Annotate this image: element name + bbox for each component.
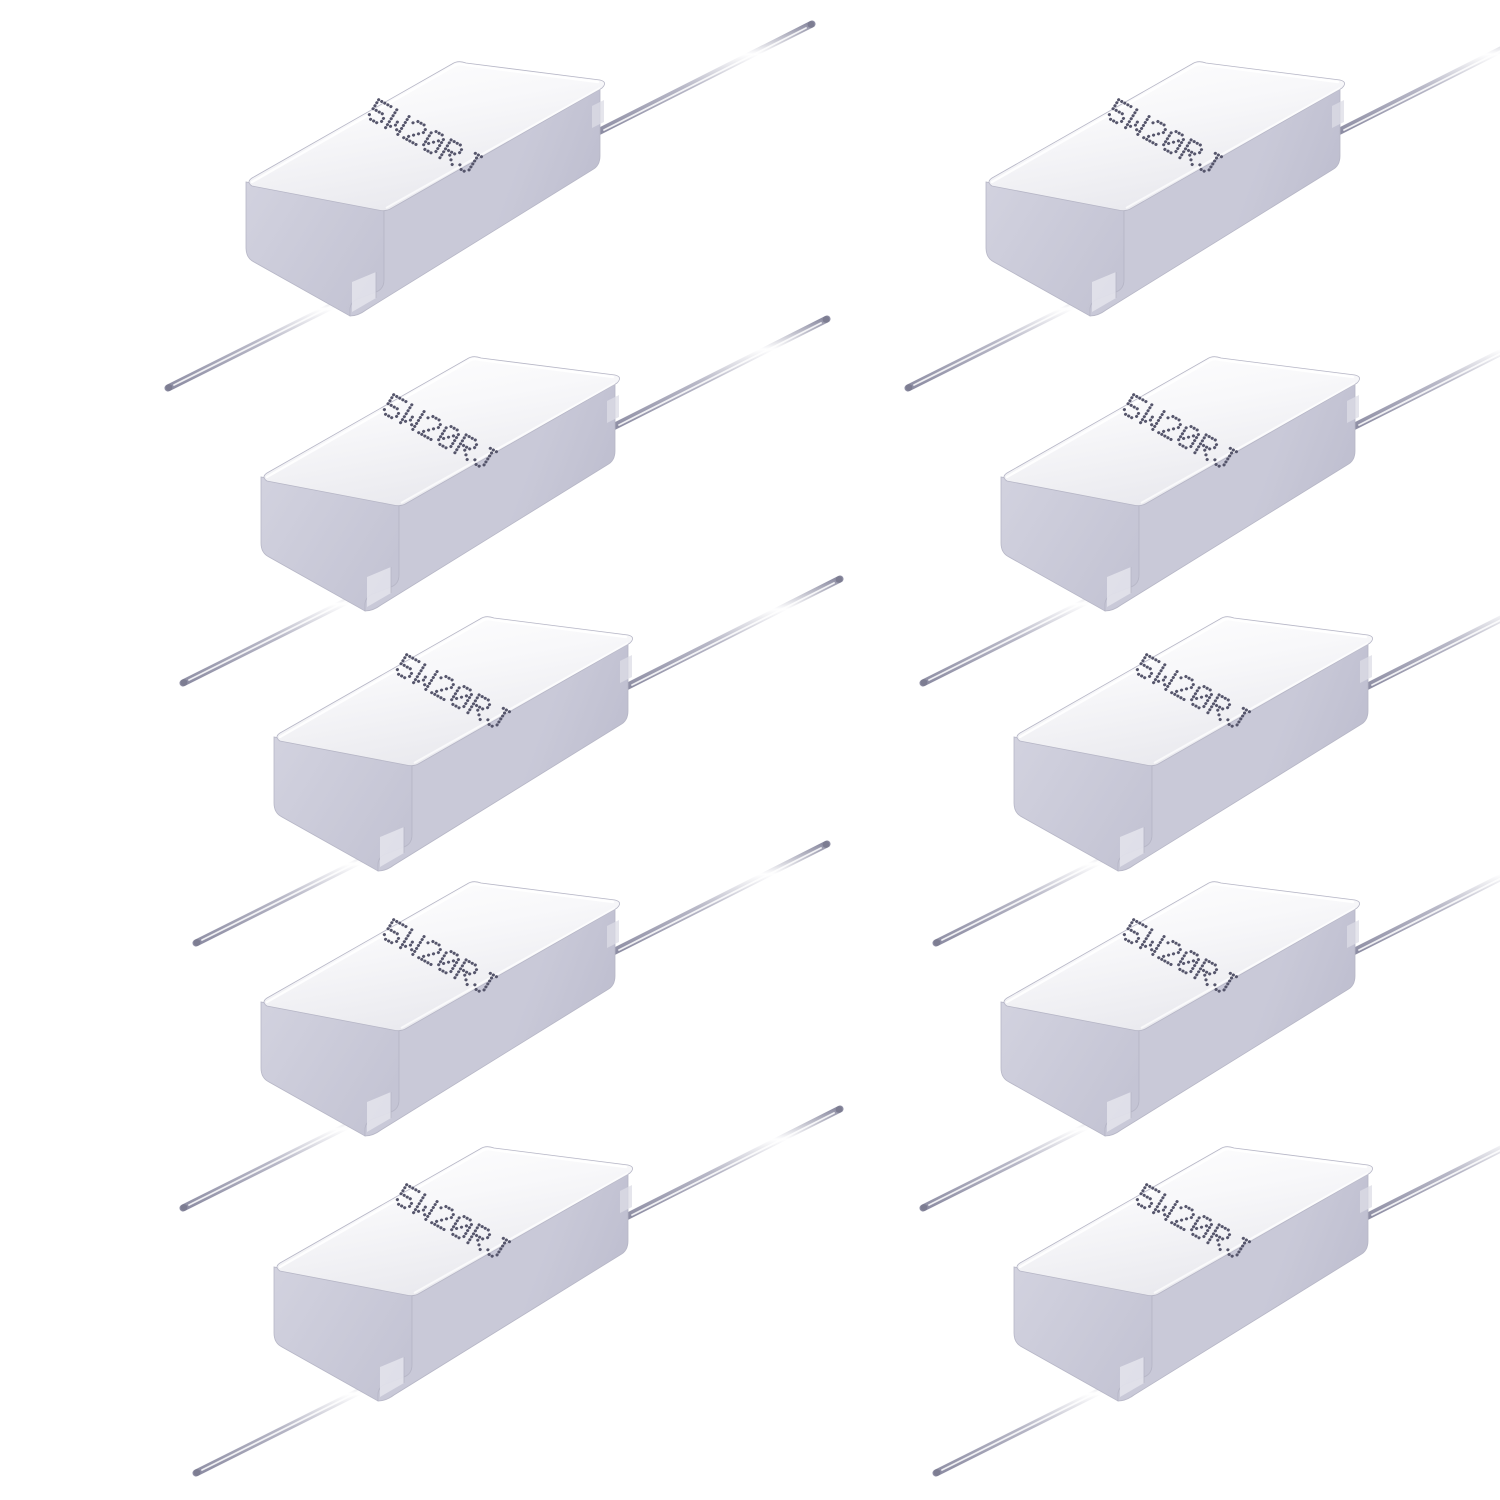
- resistor-notch-bottom: [367, 1092, 391, 1132]
- resistor-marking-label: 5W20RJ: [940, 490, 941, 491]
- resistor-notch-top: [607, 395, 619, 423]
- resistor-body: [985, 61, 1345, 317]
- resistor-notch-top: [1347, 920, 1359, 948]
- resistor-lead-top: [1349, 348, 1500, 431]
- resistor-top-edge-highlight: [265, 883, 615, 1004]
- resistor-front-edge-highlight: [400, 382, 616, 504]
- resistor-front-edge-highlight: [1140, 907, 1356, 1029]
- resistor-notch-bottom: [380, 827, 404, 867]
- resistor-marking: [367, 98, 484, 173]
- resistor-notch-top: [592, 100, 604, 128]
- resistor-top-edge-highlight: [265, 358, 615, 479]
- resistor-marking-label: 5W20RJ: [955, 785, 956, 786]
- resistor-marking: [1107, 98, 1224, 173]
- resistor-body: [260, 881, 620, 1137]
- resistor-front-edge-highlight: [413, 1172, 629, 1294]
- resistor-top-face: [263, 356, 620, 507]
- resistor-marking: [1135, 653, 1252, 728]
- resistor-body: [273, 616, 633, 872]
- resistor-body: [1000, 881, 1360, 1137]
- resistor-marking: [382, 918, 499, 993]
- resistor-notch-top: [1332, 100, 1344, 128]
- resistor-marking-label: 5W20RJ: [215, 785, 216, 786]
- resistor-body: [1013, 1146, 1373, 1402]
- resistor-marking: [395, 653, 512, 728]
- resistor-front-edge-highlight: [1140, 382, 1356, 504]
- resistor-lead-top: [609, 315, 831, 431]
- resistor-unit: 5W20RJ: [932, 1095, 1500, 1500]
- resistor-notch-bottom: [1107, 1092, 1131, 1132]
- resistor-marking-label: 5W20RJ: [215, 1310, 216, 1311]
- resistor-marking: [1135, 1183, 1252, 1258]
- resistor-top-face: [1003, 881, 1360, 1032]
- resistor-unit: 5W20RJ: [919, 305, 1500, 786]
- resistor-top-face: [276, 1146, 633, 1297]
- resistor-top-face: [988, 61, 1345, 212]
- resistor-unit: 5W20RJ: [179, 830, 855, 1311]
- resistor-notch-top: [620, 1185, 632, 1213]
- resistor-unit: 5W20RJ: [919, 830, 1500, 1311]
- resistor-top-edge-highlight: [278, 1148, 628, 1269]
- resistor-front-edge-highlight: [1153, 642, 1369, 764]
- resistor-top-face: [1016, 1146, 1373, 1297]
- resistor-top-edge-highlight: [990, 63, 1340, 184]
- resistor-front-edge-highlight: [1125, 87, 1341, 209]
- resistor-notch-top: [1360, 655, 1372, 683]
- resistor-top-edge-highlight: [1005, 883, 1355, 1004]
- resistor-top-face: [1016, 616, 1373, 767]
- resistor-notch-bottom: [352, 272, 376, 312]
- resistor-top-edge-highlight: [278, 618, 628, 739]
- resistor-top-edge-highlight: [1005, 358, 1355, 479]
- resistor-marking: [395, 1183, 512, 1258]
- resistor-top-edge-highlight: [1018, 618, 1368, 739]
- resistor-notch-top: [620, 655, 632, 683]
- resistor-body: [260, 356, 620, 612]
- resistor-top-face: [248, 61, 605, 212]
- resistor-marking: [382, 393, 499, 468]
- resistor-notch-bottom: [1120, 827, 1144, 867]
- resistor-top-face: [276, 616, 633, 767]
- resistor-notch-bottom: [380, 1357, 404, 1397]
- resistor-lead-top: [1349, 873, 1500, 956]
- resistor-unit: 5W20RJ: [179, 305, 855, 786]
- resistor-notch-bottom: [1120, 1357, 1144, 1397]
- resistor-unit: 5W20RJ: [192, 1095, 868, 1500]
- resistor-top-edge-highlight: [1018, 1148, 1368, 1269]
- resistor-notch-top: [1347, 395, 1359, 423]
- resistor-lead-top: [609, 840, 831, 956]
- resistor-front-edge-highlight: [385, 87, 601, 209]
- resistor-front-edge-highlight: [413, 642, 629, 764]
- resistor-front-edge-highlight: [400, 907, 616, 1029]
- product-title: Cement Wirewound Power Resistor: [0, 0, 1, 1]
- resistor-lead-top: [622, 575, 844, 691]
- resistor-marking: [1122, 393, 1239, 468]
- resistor-marking-label: 5W20RJ: [200, 490, 201, 491]
- resistor-top-face: [1003, 356, 1360, 507]
- resistor-notch-top: [1360, 1185, 1372, 1213]
- resistor-top-face: [263, 881, 620, 1032]
- resistor-front-edge-highlight: [1153, 1172, 1369, 1294]
- resistor-notch-top: [607, 920, 619, 948]
- resistor-lead-top: [1362, 615, 1500, 691]
- resistor-unit: 5W20RJ: [904, 10, 1500, 491]
- resistor-lead-top: [1362, 1145, 1500, 1221]
- resistor-notch-bottom: [1107, 567, 1131, 607]
- resistor-unit: 5W20RJ: [932, 565, 1500, 1045]
- resistor-marking-label: 5W20RJ: [955, 1310, 956, 1311]
- resistor-body: [1000, 356, 1360, 612]
- resistor-body: [245, 61, 605, 317]
- resistor-unit: 5W20RJ: [192, 565, 868, 1045]
- resistor-lead-top: [1334, 46, 1500, 136]
- resistor-marking: [1122, 918, 1239, 993]
- resistor-notch-bottom: [367, 567, 391, 607]
- resistor-body: [273, 1146, 633, 1402]
- resistor-body: [1013, 616, 1373, 872]
- resistor-lead-top: [594, 20, 816, 136]
- resistor-top-edge-highlight: [250, 63, 600, 184]
- resistor-unit: 5W20RJ: [164, 10, 840, 491]
- resistor-notch-bottom: [1092, 272, 1116, 312]
- resistor-lead-top: [622, 1105, 844, 1221]
